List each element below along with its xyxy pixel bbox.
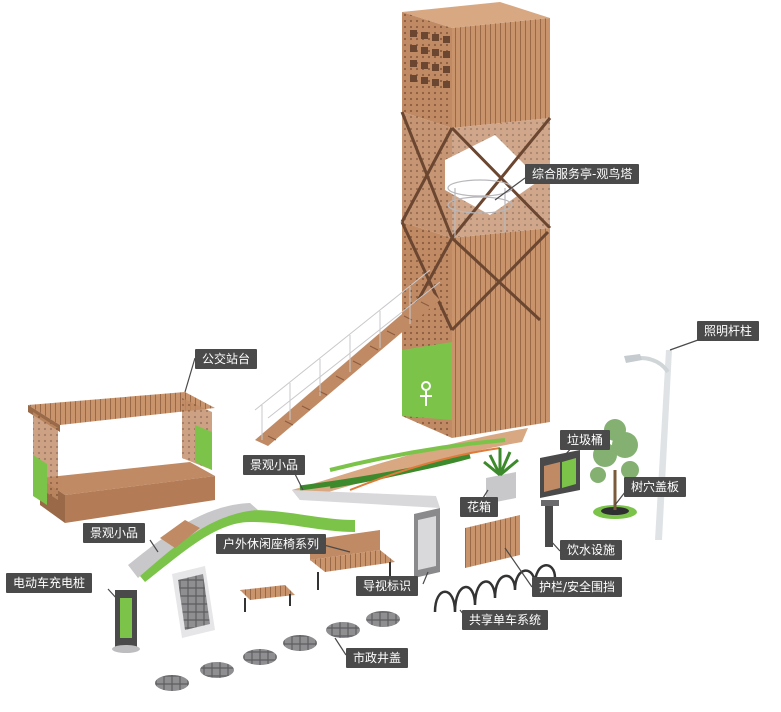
label-planter: 花箱 [460,497,499,517]
callout-guardrail: 护栏/安全围挡 [532,577,623,597]
label-service-tower: 综合服务亭-观鸟塔 [525,164,640,184]
callout-service-tower: 综合服务亭-观鸟塔 [525,164,640,184]
label-wayfinding: 导视标识 [356,576,419,596]
manhole-covers [155,611,400,691]
label-outdoor-seating: 户外休闲座椅系列 [216,534,327,554]
label-tree-grate: 树穴盖板 [624,477,687,497]
callout-landscape-feature-2: 景观小品 [83,523,146,543]
callout-outdoor-seating: 户外休闲座椅系列 [216,534,327,554]
label-trash-bin: 垃圾桶 [560,430,611,450]
trash-bin [540,450,580,498]
service-tower [254,2,552,446]
callout-ev-charger: 电动车充电桩 [6,573,93,593]
guardrail-panel [465,515,520,568]
callout-trash-bin: 垃圾桶 [560,430,611,450]
callout-wayfinding: 导视标识 [356,576,419,596]
callout-manhole-cover: 市政井盖 [346,648,409,668]
label-bus-stop: 公交站台 [195,349,258,369]
landscape-sculpture-bench [128,503,355,582]
planter-box [483,448,519,504]
label-drinking-fountain: 饮水设施 [560,540,623,560]
label-landscape-feature-1: 景观小品 [243,455,306,475]
callout-tree-grate: 树穴盖板 [624,477,687,497]
bus-stop-shelter [28,392,215,523]
callout-lamp-post: 照明杆柱 [697,321,760,341]
callout-landscape-feature-1: 景观小品 [243,455,306,475]
label-lamp-post: 照明杆柱 [697,321,760,341]
wayfinding-sign [414,508,440,578]
landscape-sculpture-ribbon [292,428,528,508]
label-ev-charger: 电动车充电桩 [6,573,93,593]
label-landscape-feature-2: 景观小品 [83,523,146,543]
label-bike-sharing: 共享单车系统 [462,610,549,630]
ev-charging-pile [112,590,140,653]
callout-planter: 花箱 [460,497,499,517]
decorative-cabinet [172,566,215,638]
callout-bus-stop: 公交站台 [195,349,258,369]
label-guardrail: 护栏/安全围挡 [532,577,623,597]
label-manhole-cover: 市政井盖 [346,648,409,668]
callout-drinking-fountain: 饮水设施 [560,540,623,560]
callout-bike-sharing: 共享单车系统 [462,610,549,630]
drinking-fountain [541,500,559,547]
